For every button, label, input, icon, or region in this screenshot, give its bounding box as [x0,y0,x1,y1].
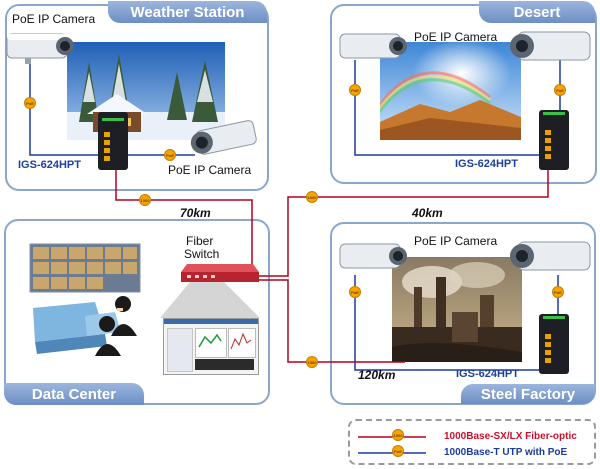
legend: 1000Base-SX/LX Fiber-optic 1000Base-T UT… [348,419,596,465]
legend-fiber-badge: 1000 [392,429,404,441]
poe-badge: PoE [554,84,566,96]
poe-badge: PoE [24,97,36,109]
desert-photo [380,42,521,140]
poe-badge: PoE [349,84,361,96]
ip-camera-icon [510,31,591,61]
steel-factory-title: Steel Factory [461,384,595,404]
utp-line-steel-cam1 [354,275,545,371]
industrial-switch-icon [539,110,569,170]
fiber-switch-label: Fiber [186,234,214,248]
poe-badge: PoE [349,286,361,298]
data-center-title: Data Center [4,383,144,405]
legend-fiber-label: 1000Base-SX/LX Fiber-optic [444,431,577,442]
poe-badge: PoE [552,286,564,298]
utp-line-weather-cam1 [29,60,98,156]
camera-label: PoE IP Camera [168,163,252,177]
desert-title: Desert [479,1,595,23]
fiber-switch-icon [181,264,259,282]
fiber-badge: 1000 [306,356,318,368]
camera-label: PoE IP Camera [414,234,498,248]
fiber-badge: 1000 [306,191,318,203]
ip-camera-icon [6,33,74,64]
industrial-switch-icon [98,112,128,170]
utp-lines [29,60,561,371]
ip-camera-icon [339,33,407,59]
fiber-switch-label: Switch [184,247,220,261]
ip-camera-icon [510,241,591,271]
control-room-image [25,238,175,366]
distance-label-steel: 120km [358,368,396,382]
switch-model-label: IGS-624HPT [18,159,81,171]
distance-label-weather: 70km [180,206,211,220]
fiber-line-steel [255,279,405,363]
fiber-line-desert [255,170,549,277]
weather-station-title: Weather Station [108,1,267,23]
management-screen [163,318,259,375]
switch-model-label: IGS-624HPT [456,368,519,380]
switch-management-projection [160,276,260,318]
steel-factory-photo [392,257,522,362]
fiber-badge: 1000 [139,194,151,206]
camera-label: PoE IP Camera [12,12,96,26]
industrial-switch-icon [539,314,569,374]
ip-camera-icon [339,243,407,269]
distance-label-desert: 40km [412,206,443,220]
camera-label: PoE IP Camera [414,30,498,44]
ip-camera-icon [190,120,257,155]
poe-badge: PoE [164,149,176,161]
legend-utp-label: 1000Base-T UTP with PoE [444,447,568,458]
utp-line-desert-cam1 [354,60,540,156]
legend-poe-badge: PoE [392,445,404,457]
switch-model-label: IGS-624HPT [455,158,518,170]
